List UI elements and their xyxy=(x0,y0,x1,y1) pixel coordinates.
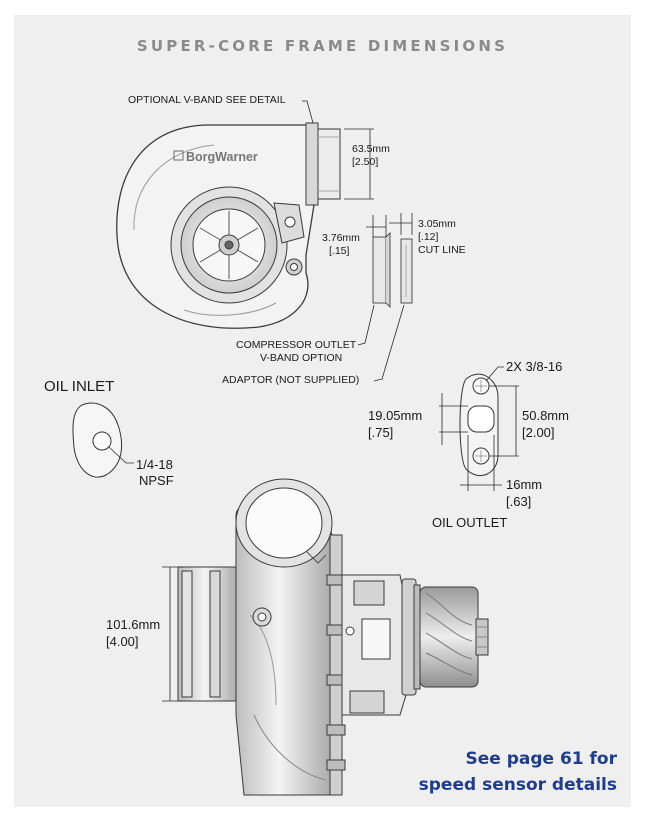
label-dim-outlet-mm: 63.5mm xyxy=(352,143,390,155)
label-bolt: 2X 3/8-16 xyxy=(506,359,563,374)
label-dim-305-in: [.12] xyxy=(418,231,439,243)
label-oil-inlet: OIL INLET xyxy=(44,378,115,395)
brand-logo: BorgWarner xyxy=(173,150,258,164)
dim-lines-top xyxy=(302,100,413,382)
turbo-drawing: BorgWarner xyxy=(72,100,519,796)
brand-text: BorgWarner xyxy=(186,150,258,164)
label-dim-1016-mm: 101.6mm xyxy=(106,617,161,632)
label-dim-16-mm: 16mm xyxy=(506,477,543,492)
outlet-flange xyxy=(305,122,319,206)
speed-sensor-note-line1: See page 61 for xyxy=(465,749,617,769)
label-dim-1905-mm: 19.05mm xyxy=(368,408,423,423)
outlet-pipe xyxy=(317,128,341,200)
oil-inlet-port xyxy=(92,431,112,451)
oil-inlet-flange xyxy=(72,402,134,478)
label-dim-1905-in: [.75] xyxy=(368,425,394,440)
turbo-side-view xyxy=(177,478,489,796)
label-dim-376-in: [.15] xyxy=(329,245,350,257)
label-compressor-outlet: COMPRESSOR OUTLET xyxy=(236,339,357,351)
oil-outlet-slot xyxy=(467,405,495,433)
label-optional-vband: OPTIONAL V-BAND SEE DETAIL xyxy=(128,94,286,106)
label-dim-16-in: [.63] xyxy=(506,494,532,509)
label-dim-outlet-in: [2.50] xyxy=(352,156,379,168)
label-oil-outlet: OIL OUTLET xyxy=(432,515,508,530)
label-npsf-size: 1/4-18 xyxy=(136,457,173,472)
dim-lines-bottom xyxy=(162,566,184,702)
center-window xyxy=(361,618,391,660)
label-adaptor: ADAPTOR (NOT SUPPLIED) xyxy=(222,374,360,386)
compressor-front-view xyxy=(116,122,341,329)
label-dim-305-mm: 3.05mm xyxy=(418,218,456,230)
label-cut-line: CUT LINE xyxy=(418,244,466,256)
turbine-wheel xyxy=(419,586,479,688)
label-dim-508-in: [2.00] xyxy=(522,425,555,440)
label-dim-508-mm: 50.8mm xyxy=(522,408,569,423)
label-dim-1016-in: [4.00] xyxy=(106,634,139,649)
diagram-panel: SUPER-CORE FRAME DIMENSIONS xyxy=(14,15,631,807)
label-dim-376-mm: 3.76mm xyxy=(322,232,360,244)
page-title: SUPER-CORE FRAME DIMENSIONS xyxy=(136,37,509,55)
oil-outlet-flange xyxy=(459,373,499,476)
label-npsf: NPSF xyxy=(139,473,174,488)
speed-sensor-note: See page 61 for speed sensor details xyxy=(419,746,617,798)
dim-lines-oil-outlet xyxy=(439,366,519,491)
label-vband-option: V-BAND OPTION xyxy=(260,352,343,364)
speed-sensor-note-line2: speed sensor details xyxy=(418,775,617,795)
back-plate xyxy=(329,534,343,796)
